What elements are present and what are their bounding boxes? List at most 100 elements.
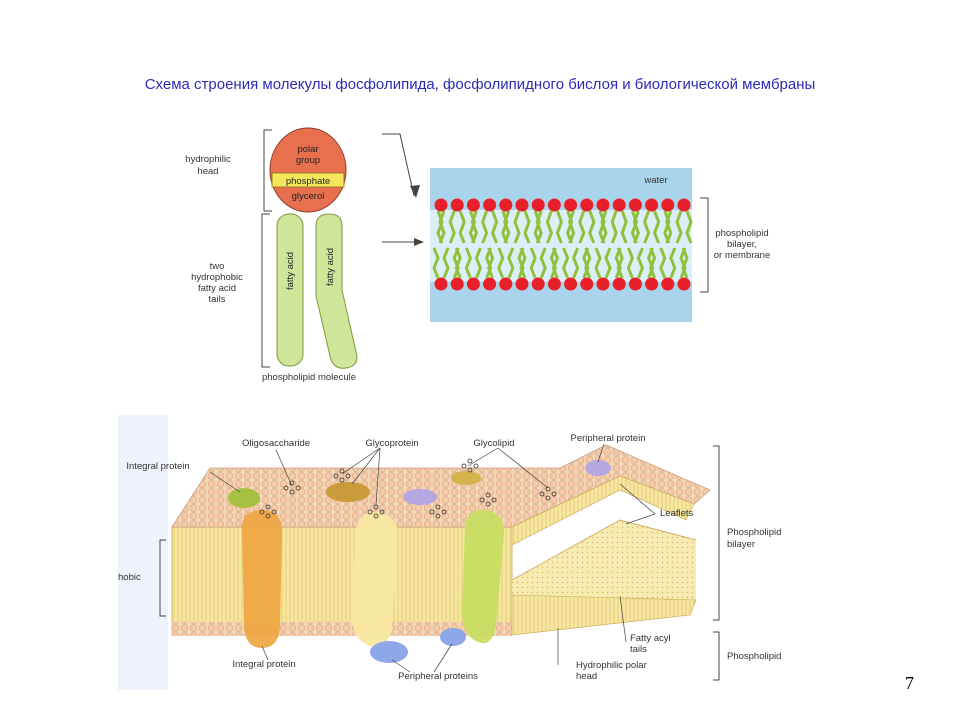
bilayer-head-top <box>466 198 480 212</box>
label-glycolipid: Glycolipid <box>473 438 514 449</box>
label-tails: tails <box>209 294 226 305</box>
bilayer-tail-upper <box>663 210 671 244</box>
bilayer-head-bottom <box>499 277 513 291</box>
phospholipid-bracket-right <box>713 631 720 681</box>
bilayer-tail-upper <box>652 210 661 244</box>
bilayer-head-top <box>612 198 626 212</box>
bilayer-tail-upper <box>468 210 476 244</box>
bilayer-tail-upper <box>545 210 554 244</box>
page-number: 7 <box>905 673 914 693</box>
bilayer-tail-lower <box>474 247 483 279</box>
label-two: two <box>210 261 225 272</box>
bilayer-tail-upper <box>503 210 511 244</box>
peripheral-protein-bottom-right <box>440 628 466 646</box>
membrane-front-face <box>171 526 513 636</box>
bilayer-tail-upper <box>600 210 608 244</box>
bilayer-tail-upper <box>598 210 606 244</box>
bilayer-head-top <box>515 198 529 212</box>
leader-lines <box>209 443 656 673</box>
bilayer-tail-lower <box>529 247 537 279</box>
bilayer-tail-upper <box>490 210 499 244</box>
bilayer-head-bottom <box>515 277 529 291</box>
bilayer-tail-upper <box>675 210 683 244</box>
bilayer-head-top <box>628 198 642 212</box>
bilayer-tail-lower <box>497 247 505 279</box>
bilayer-head-top <box>661 198 675 212</box>
bilayer-tail-upper <box>436 210 444 244</box>
label-fatty-acyl-tails: tails <box>630 644 647 655</box>
bilayer-head-top <box>499 198 513 212</box>
bilayer-tail-lower <box>594 247 602 279</box>
bilayer-tail-lower <box>551 247 560 279</box>
bilayer-tail-upper <box>535 210 543 244</box>
arrow-head-icon <box>414 238 424 246</box>
label-hydrophobic: hydrophobic <box>191 272 243 283</box>
bilayer-tail-lower <box>432 247 440 279</box>
bilayer-tail-lower <box>486 247 495 279</box>
bilayer-tail-lower <box>584 247 592 279</box>
bilayer-tail-upper <box>481 210 489 244</box>
leaflet-inner <box>512 520 696 600</box>
peripheral-protein-bottom-left <box>370 641 408 663</box>
bilayer-tail-upper <box>513 210 521 244</box>
lower-leaflet <box>511 594 697 636</box>
upper-leaflet <box>511 475 695 546</box>
bilayer-head-bottom <box>612 277 626 291</box>
bilayer-head-top <box>564 198 578 212</box>
slide-title: Схема строения молекулы фосфолипида, фос… <box>144 76 816 93</box>
bilayer-tail-upper <box>501 210 509 244</box>
fatty-acid-tail-right <box>315 213 358 369</box>
bilayer-head-top <box>677 198 691 212</box>
glycoprotein <box>326 482 370 502</box>
bilayer-tail-upper <box>448 210 456 244</box>
peripheral-protein-surface <box>403 489 437 505</box>
label-oligosaccharide: Oligosaccharide <box>242 438 310 449</box>
label-polar-head: head <box>576 671 597 682</box>
label-fatty-acid-right: fatty acid <box>325 248 336 286</box>
bilayer-tail-lower <box>681 247 689 279</box>
bilayer-tail-upper <box>555 210 563 244</box>
bilayer-tail-upper <box>620 210 628 244</box>
label-phosphate: phosphate <box>286 176 330 187</box>
phosphate-band <box>271 172 345 188</box>
caption-phospholipid-molecule: phospholipid molecule <box>262 372 356 383</box>
bilayer-tail-upper <box>685 210 693 244</box>
bilayer-bracket-right <box>713 445 720 621</box>
label-phospholipid-bilayer-1: Phospholipid <box>727 527 781 538</box>
bilayer-tail-lower <box>636 247 645 279</box>
bilayer-head-bottom <box>547 277 561 291</box>
integral-protein-yellow <box>352 511 398 647</box>
bilayer-tail-upper <box>470 210 479 244</box>
bilayer-head-bottom <box>434 277 448 291</box>
label-water: water <box>643 175 667 186</box>
bilayer-tail-lower <box>454 247 462 279</box>
label-peripheral-proteins: Peripheral proteins <box>398 671 478 682</box>
bilayer-head-bottom <box>564 277 578 291</box>
bilayer-tail-upper <box>665 210 673 244</box>
bilayer-head-bottom <box>661 277 675 291</box>
bilayer-head-bottom <box>531 277 545 291</box>
integral-protein-green <box>462 509 505 644</box>
polar-group-head <box>269 127 347 213</box>
bilayer-tail-lower <box>648 247 657 279</box>
bilayer-head-top <box>450 198 464 212</box>
label-glycerol: glycerol <box>292 191 325 202</box>
bilayer-tail-lower <box>549 247 558 279</box>
bilayer-head-bottom <box>580 277 594 291</box>
integral-protein-top <box>228 488 260 508</box>
bilayer-tail-upper <box>643 210 651 244</box>
bilayer-tail-lower <box>464 247 473 279</box>
bilayer-tail-upper <box>630 210 638 244</box>
bilayer-tail-lower <box>659 247 667 279</box>
bilayer-bracket <box>700 197 709 293</box>
label-leaflets: Leaflets <box>660 508 694 519</box>
bilayer-head-top <box>596 198 610 212</box>
bilayer-tail-lower <box>616 247 624 279</box>
bilayer-tail-upper <box>533 210 541 244</box>
label-fatty-acyl: Fatty acyl <box>630 633 671 644</box>
peripheral-protein-top <box>585 460 611 476</box>
biological-membrane-diagram: Oligosaccharide Glycoprotein Glycolipid … <box>118 415 781 690</box>
bilayer-tail-upper <box>632 210 641 244</box>
bilayer-head-bottom <box>628 277 642 291</box>
bilayer-head-bottom <box>645 277 659 291</box>
